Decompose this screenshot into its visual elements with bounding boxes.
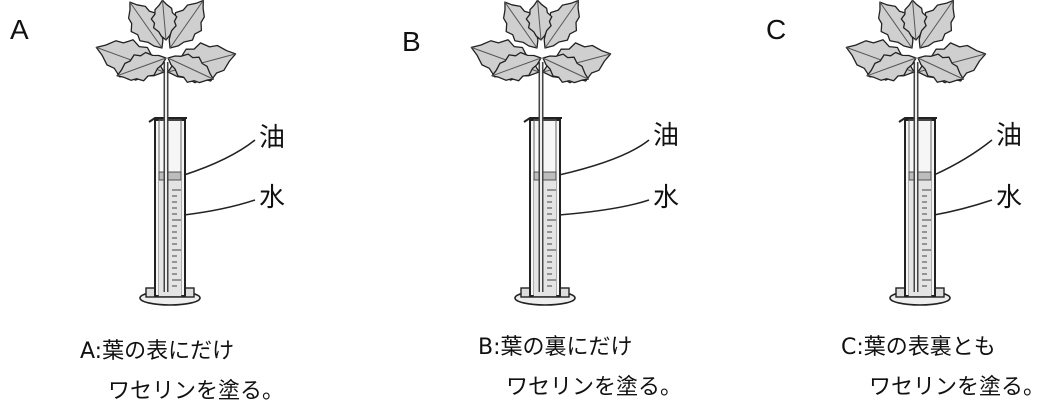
caption: C:葉の表裏とも ワセリンを塗る。 xyxy=(841,328,1040,408)
plant-in-cylinder-figure xyxy=(845,0,993,306)
leaf-midrib xyxy=(162,0,167,41)
caption-line-1: A:葉の表にだけ xyxy=(80,339,235,364)
leaf-midrib xyxy=(116,57,167,77)
leaf-midrib xyxy=(504,1,538,49)
panel-c: C 油 水 C:葉の表裏とも ワセリンを塗る。 xyxy=(740,0,1040,413)
caption-line-1: C:葉の表裏とも xyxy=(841,335,996,360)
leaf-midrib xyxy=(919,0,954,49)
caption-line-2: ワセリンを塗る。 xyxy=(108,379,285,404)
leaf-midrib xyxy=(537,0,542,41)
water-label: 水 xyxy=(653,183,680,213)
oil-label: 油 xyxy=(259,123,286,153)
leaf-midrib xyxy=(167,57,214,80)
caption-line-2: ワセリンを塗る。 xyxy=(506,375,683,400)
water-label: 水 xyxy=(259,183,286,213)
plant-in-cylinder-figure xyxy=(470,0,650,306)
oil-label: 油 xyxy=(996,121,1023,151)
leaf-midrib xyxy=(491,57,542,77)
oil-layer xyxy=(908,171,932,181)
oil-layer xyxy=(533,171,557,181)
leaf-midrib xyxy=(544,0,579,49)
panel-letter: B xyxy=(402,26,421,57)
caption: B:葉の裏にだけ ワセリンを塗る。 xyxy=(478,328,682,408)
panel-a: A 油 水 A:葉の表にだけ ワセリンを塗る。 xyxy=(0,0,340,413)
leaf-midrib xyxy=(129,1,163,49)
cylinder-spout xyxy=(898,117,937,123)
leaf-midrib xyxy=(169,0,204,49)
caption-line-2: ワセリンを塗る。 xyxy=(869,375,1040,400)
caption-line-1: B:葉の裏にだけ xyxy=(478,335,633,360)
water-leader-line xyxy=(558,199,650,216)
cylinder-spout xyxy=(523,117,562,123)
oil-leader-line xyxy=(558,139,650,176)
water-fill xyxy=(909,180,931,296)
cylinder-spout xyxy=(148,117,187,123)
water-fill xyxy=(159,180,181,296)
panel-letter: C xyxy=(766,14,787,45)
water-leader-line xyxy=(183,199,256,216)
leaf-midrib xyxy=(866,57,917,77)
oil-leader-line xyxy=(933,139,993,176)
leaf-midrib xyxy=(917,57,964,80)
leaf-midrib xyxy=(879,1,913,49)
panel-b: B 油 水 B:葉の裏にだけ ワセリンを塗る。 xyxy=(385,0,725,413)
leaf-midrib xyxy=(912,0,917,41)
leaf-midrib xyxy=(542,57,589,80)
oil-label: 油 xyxy=(653,121,680,151)
water-fill xyxy=(534,180,556,296)
water-label: 水 xyxy=(996,183,1023,213)
oil-layer xyxy=(158,171,182,181)
oil-leader-line xyxy=(183,139,256,176)
water-leader-line xyxy=(933,199,993,216)
plant-in-cylinder-figure xyxy=(95,0,256,306)
panel-letter: A xyxy=(10,14,29,45)
caption: A:葉の表にだけ ワセリンを塗る。 xyxy=(80,332,284,412)
